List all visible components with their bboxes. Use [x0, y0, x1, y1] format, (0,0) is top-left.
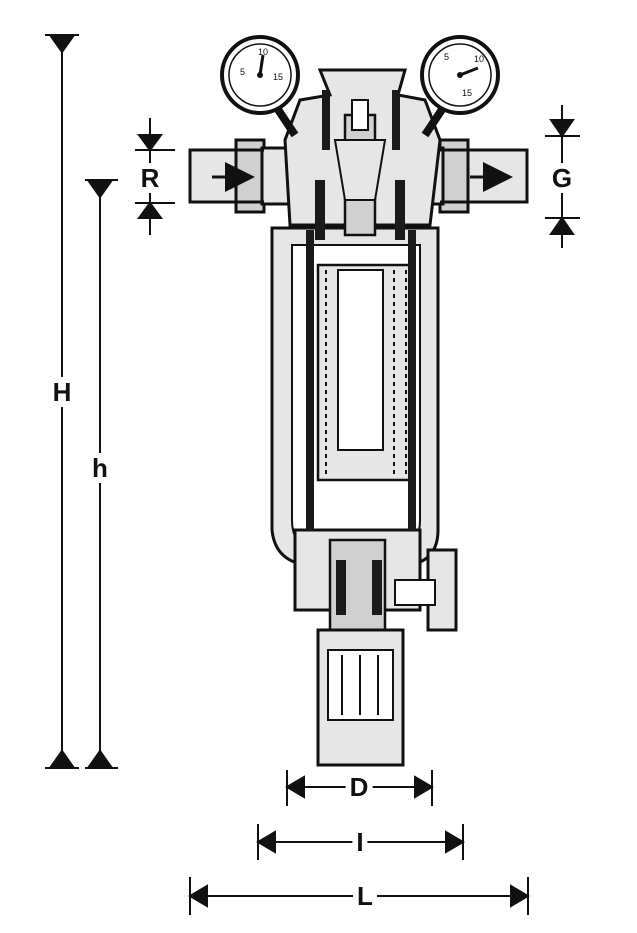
dim-label-L: L [353, 881, 377, 911]
left-gauge-tick-5: 5 [240, 67, 245, 77]
left-gauge-tick-10: 10 [258, 47, 268, 57]
dim-label-D: D [345, 772, 373, 802]
dim-label-G: G [547, 163, 577, 193]
right-gauge-tick-10: 10 [474, 54, 484, 64]
right-pressure-gauge: 5 10 15 [420, 35, 500, 138]
left-pressure-gauge: 5 10 15 [220, 35, 300, 138]
right-gauge-tick-15: 15 [462, 88, 472, 98]
right-gauge-tick-5: 5 [444, 52, 449, 62]
filter-body [188, 68, 529, 767]
dim-label-R: R [136, 163, 164, 193]
left-gauge-tick-15: 15 [273, 72, 283, 82]
dim-label-I: I [352, 827, 368, 857]
dim-label-H: H [48, 377, 76, 407]
dim-label-h: h [88, 453, 112, 483]
